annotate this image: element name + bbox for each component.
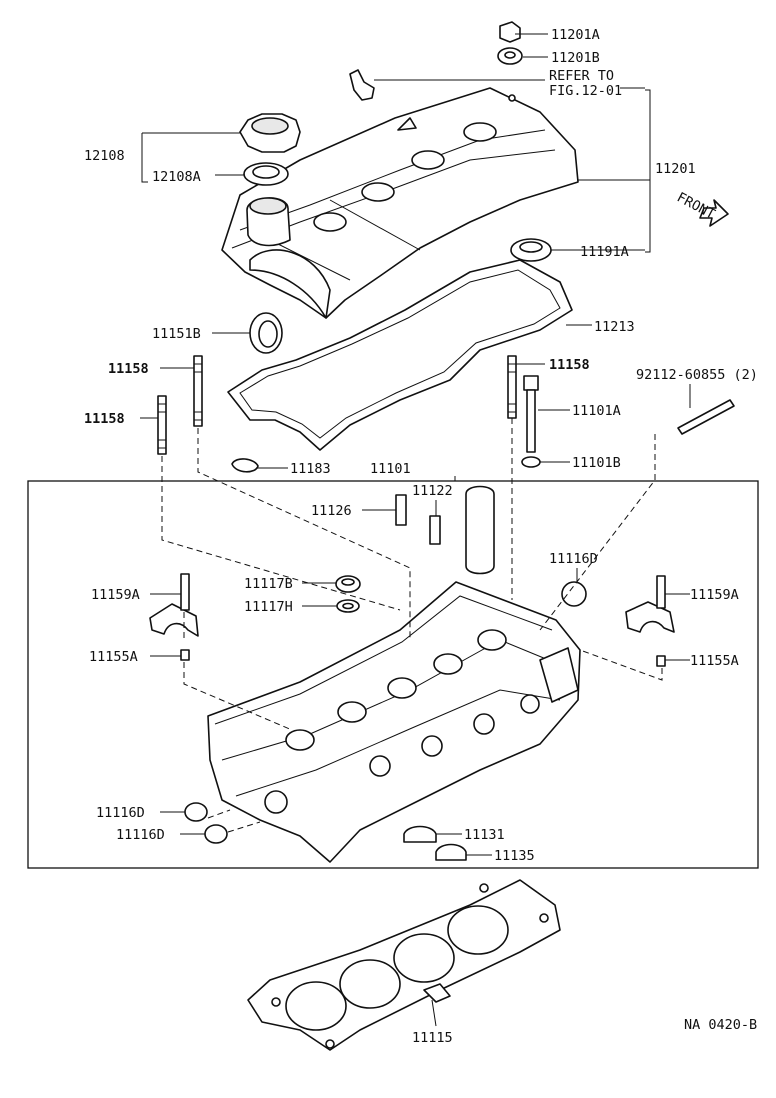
seal-11151B: [249, 312, 283, 354]
seal-11117B: [335, 575, 361, 593]
valve-cover-11201: [221, 87, 579, 319]
label-11151B: 11151B: [152, 326, 201, 342]
head-bolt-11101A: [523, 375, 539, 453]
washer-11101B: [521, 456, 541, 468]
plug-11116D-top: [561, 581, 587, 607]
part-labels: 11201A 11201B REFER TO FIG.12-01 12108 1…: [84, 27, 758, 1046]
assembly-guide-lines: [161, 418, 663, 833]
diagram-code: NA 0420-B: [684, 1017, 757, 1033]
label-11201A: 11201A: [551, 27, 600, 43]
label-front: FRONT: [674, 189, 717, 222]
label-11183: 11183: [290, 461, 331, 477]
front-direction-arrow: [699, 199, 729, 227]
bearing-cap-right: [625, 601, 675, 633]
label-11159A-left: 11159A: [91, 587, 140, 603]
label-11158-c: 11158: [549, 357, 590, 373]
label-11101: 11101: [370, 461, 411, 477]
plug-11116D-lower-1: [184, 802, 208, 822]
head-gasket-11115: [247, 879, 561, 1051]
label-11101A: 11101A: [572, 403, 621, 419]
label-11159A-right: 11159A: [690, 587, 739, 603]
seal-washer-11201B: [497, 47, 523, 65]
label-11155A-left: 11155A: [89, 649, 138, 665]
plug-11155A-left: [180, 649, 190, 661]
label-11126: 11126: [311, 503, 352, 519]
stud-bolt-11158-b: [157, 395, 167, 455]
label-11191A: 11191A: [580, 244, 629, 260]
washer-11117H: [336, 599, 360, 613]
bolt-11159A-right: [656, 575, 666, 609]
guide-tube: [465, 485, 495, 575]
label-92112-60855: 92112-60855 (2): [636, 367, 758, 383]
pin-11126: [395, 494, 407, 526]
cylinder-head-11101: [207, 581, 581, 863]
cover-gasket-11213: [227, 259, 573, 451]
plug-11116D-lower-2: [204, 824, 228, 844]
label-11158-a: 11158: [108, 361, 149, 377]
grommet-11191A: [510, 238, 552, 262]
label-12108: 12108: [84, 148, 125, 164]
label-11122: 11122: [412, 483, 453, 499]
gasket-11131: [403, 825, 437, 843]
label-11117B: 11117B: [244, 576, 293, 592]
label-11135: 11135: [494, 848, 535, 864]
oil-filler-gasket-12108A: [243, 162, 289, 186]
label-11201B: 11201B: [551, 50, 600, 66]
stud-92112-60855: [677, 399, 735, 435]
plug-11155A-right: [656, 655, 666, 667]
label-11101B: 11101B: [572, 455, 621, 471]
oil-filler-cap-12108: [239, 113, 301, 153]
label-11158-b: 11158: [84, 411, 125, 427]
bearing-cap-left: [149, 603, 199, 637]
pcv-valve: [349, 69, 375, 101]
label-refer-line2: FIG.12-01: [549, 83, 622, 99]
label-11116D-lower-2: 11116D: [116, 827, 165, 843]
label-11213: 11213: [594, 319, 635, 335]
plug-11183: [231, 458, 259, 473]
cylinder-head-frame: [27, 480, 759, 869]
nut-11201A: [499, 21, 521, 43]
bolt-11159A-left: [180, 573, 190, 611]
stud-bolt-11158-a: [193, 355, 203, 427]
label-11115: 11115: [412, 1030, 453, 1046]
label-refer-line1: REFER TO: [549, 68, 614, 84]
leader-lines: [140, 33, 691, 1027]
label-12108A: 12108A: [152, 169, 201, 185]
label-11155A-right: 11155A: [690, 653, 739, 669]
gasket-11135: [435, 843, 467, 861]
label-11201: 11201: [655, 161, 696, 177]
label-11117H: 11117H: [244, 599, 293, 615]
stud-bolt-11158-c: [507, 355, 517, 419]
label-11116D-top: 11116D: [549, 551, 598, 567]
label-11116D-lower-1: 11116D: [96, 805, 145, 821]
pin-11122: [429, 515, 441, 545]
label-11131: 11131: [464, 827, 505, 843]
